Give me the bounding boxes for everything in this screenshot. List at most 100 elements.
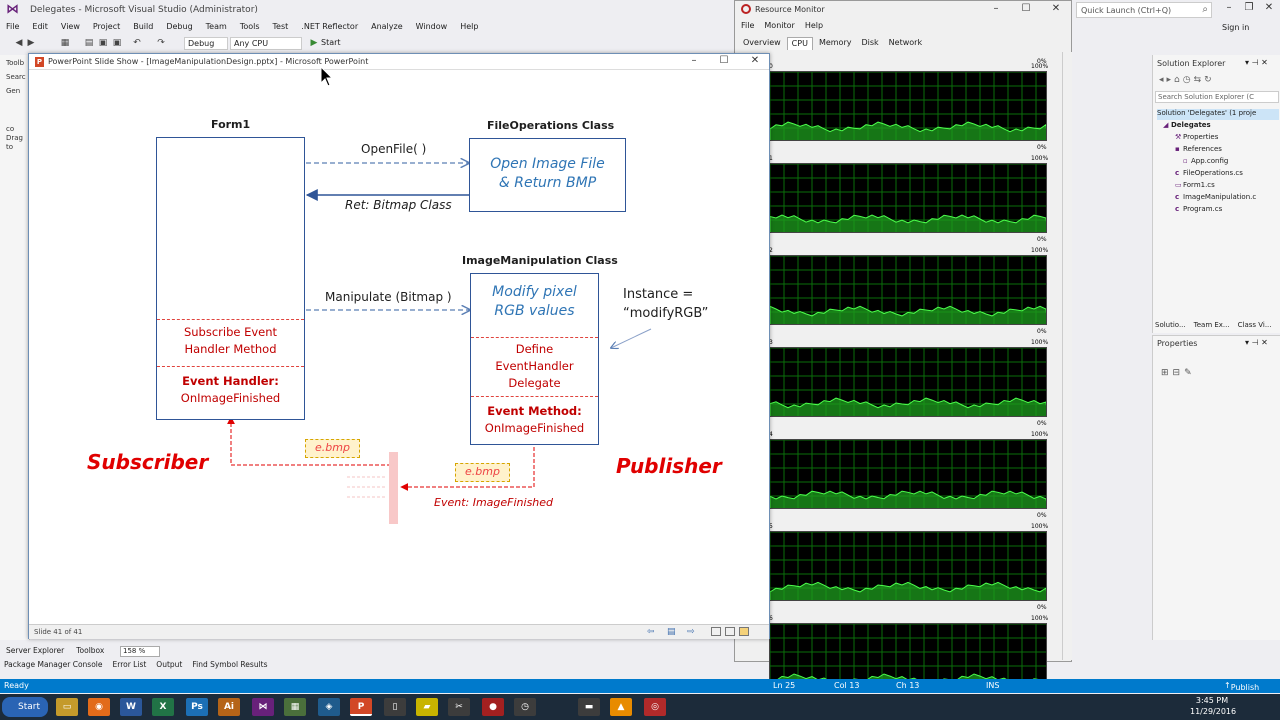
tab-output[interactable]: Output bbox=[156, 660, 183, 669]
menu-tools[interactable]: Tools bbox=[239, 22, 260, 31]
toolbox-general[interactable]: Gen bbox=[6, 87, 21, 95]
tab-error-list[interactable]: Error List bbox=[112, 660, 147, 669]
powerpoint-taskbar-icon[interactable]: P bbox=[350, 698, 372, 716]
platform-select[interactable]: Any CPU bbox=[230, 37, 302, 50]
properties-pin-icon[interactable]: ▾ ⊣ ✕ bbox=[1245, 338, 1268, 347]
rm-menu-file[interactable]: File bbox=[741, 21, 755, 30]
taskbar-clock[interactable]: 3:45 PM 11/29/2016 bbox=[1190, 695, 1236, 717]
terminal-icon[interactable]: ▬ bbox=[578, 698, 600, 716]
next-slide-icon[interactable]: ⇨ bbox=[687, 627, 695, 637]
vs-maximize-icon[interactable]: ❐ bbox=[1244, 2, 1254, 13]
solution-search-input[interactable]: Search Solution Explorer (C bbox=[1155, 91, 1279, 103]
save-all-icon[interactable]: ▣ bbox=[112, 38, 122, 48]
tab-toolbox[interactable]: Toolbox bbox=[76, 646, 105, 655]
slide-menu-icon[interactable]: ▤ bbox=[667, 627, 676, 637]
tree-app-config[interactable]: ▫App.config bbox=[1183, 157, 1228, 165]
tools-icon[interactable]: ✂ bbox=[448, 698, 470, 716]
recorder-icon[interactable]: ● bbox=[482, 698, 504, 716]
vlc-icon[interactable]: ▲ bbox=[610, 698, 632, 716]
normal-view-icon[interactable] bbox=[711, 627, 721, 636]
menu-net-reflector[interactable]: .NET Reflector bbox=[301, 22, 359, 31]
redo-icon[interactable]: ↷ bbox=[157, 38, 165, 48]
menu-view[interactable]: View bbox=[60, 22, 80, 31]
panel-pin-icon[interactable]: ▾ ⊣ ✕ bbox=[1245, 58, 1268, 67]
new-project-icon[interactable]: ▦ bbox=[60, 38, 70, 48]
excel-icon[interactable]: X bbox=[152, 698, 174, 716]
fileops-body: Open Image File & Return BMP bbox=[469, 155, 626, 193]
tab-server-explorer[interactable]: Server Explorer bbox=[6, 646, 65, 655]
firefox-icon[interactable]: ◉ bbox=[88, 698, 110, 716]
start-icon[interactable]: ▶ bbox=[310, 38, 318, 48]
zoom-select[interactable]: 158 % bbox=[120, 646, 160, 657]
sticky-notes-icon[interactable]: ▰ bbox=[416, 698, 438, 716]
photoshop-icon[interactable]: Ps bbox=[186, 698, 208, 716]
ppt-close-icon[interactable]: ✕ bbox=[750, 55, 760, 66]
quick-launch-input[interactable]: Quick Launch (Ctrl+Q) ⌕ bbox=[1076, 2, 1212, 18]
vs-close-icon[interactable]: ✕ bbox=[1264, 2, 1274, 13]
back-icon[interactable]: ◀ bbox=[15, 38, 23, 48]
rm-menu-monitor[interactable]: Monitor bbox=[764, 21, 795, 30]
menu-project[interactable]: Project bbox=[92, 22, 121, 31]
slideshow-view-icon[interactable] bbox=[739, 627, 749, 636]
menu-build[interactable]: Build bbox=[133, 22, 154, 31]
config-select[interactable]: Debug bbox=[184, 37, 228, 50]
notepad-icon[interactable]: ▯ bbox=[384, 698, 406, 716]
status-publish[interactable]: ↑ Publish bbox=[1224, 681, 1260, 692]
rm-maximize-icon[interactable]: ☐ bbox=[1021, 3, 1031, 14]
solution-root-item[interactable]: Solution 'Delegates' (1 proje bbox=[1157, 109, 1279, 120]
menu-file[interactable]: File bbox=[6, 22, 20, 31]
tree-form1[interactable]: ▭Form1.cs bbox=[1175, 181, 1215, 189]
prev-slide-icon[interactable]: ⇦ bbox=[647, 627, 655, 637]
tab-cpu[interactable]: CPU bbox=[786, 37, 813, 50]
file-explorer-icon[interactable]: ▭ bbox=[56, 698, 78, 716]
menu-debug[interactable]: Debug bbox=[166, 22, 193, 31]
undo-icon[interactable]: ↶ bbox=[133, 38, 141, 48]
calculator-icon[interactable]: ▦ bbox=[284, 698, 306, 716]
solution-toolbar-icons[interactable]: ◂▸⌂◷⇆↻ bbox=[1159, 75, 1215, 85]
tree-properties[interactable]: ⚒Properties bbox=[1175, 133, 1218, 141]
start-button[interactable]: Start bbox=[2, 697, 48, 717]
menu-window[interactable]: Window bbox=[415, 22, 448, 31]
tab-network[interactable]: Network bbox=[888, 38, 923, 47]
vs-minimize-icon[interactable]: – bbox=[1226, 2, 1232, 13]
menu-analyze[interactable]: Analyze bbox=[371, 22, 403, 31]
menu-help[interactable]: Help bbox=[460, 22, 479, 31]
toolbox-search[interactable]: Searc bbox=[6, 73, 26, 81]
ppt-maximize-icon[interactable]: ☐ bbox=[719, 55, 729, 66]
open-icon[interactable]: ▤ bbox=[84, 38, 94, 48]
tab-overview[interactable]: Overview bbox=[743, 38, 781, 47]
clock-app-icon[interactable]: ◷ bbox=[514, 698, 536, 716]
tab-team-explorer[interactable]: Team Ex... bbox=[1193, 321, 1230, 329]
ppt-minimize-icon[interactable]: – bbox=[691, 55, 697, 66]
menu-edit[interactable]: Edit bbox=[32, 22, 48, 31]
tree-references[interactable]: ▪References bbox=[1175, 145, 1222, 153]
rm-menu-help[interactable]: Help bbox=[804, 21, 824, 30]
app-icon[interactable]: ◎ bbox=[644, 698, 666, 716]
rm-scrollbar[interactable] bbox=[1062, 52, 1072, 660]
tab-solution-explorer[interactable]: Solutio... bbox=[1155, 321, 1186, 329]
cpu-graph-id: 5 bbox=[769, 523, 773, 530]
word-icon[interactable]: W bbox=[120, 698, 142, 716]
forward-icon[interactable]: ▶ bbox=[27, 38, 35, 48]
menu-test[interactable]: Test bbox=[272, 22, 289, 31]
slide-sorter-icon[interactable] bbox=[725, 627, 735, 636]
save-icon[interactable]: ▣ bbox=[98, 38, 108, 48]
sign-in-link[interactable]: Sign in bbox=[1222, 23, 1250, 32]
tree-project[interactable]: ◢Delegates bbox=[1163, 121, 1211, 129]
properties-toolbar-icons[interactable]: ⊞⊟✎ bbox=[1161, 368, 1196, 378]
tab-class-view[interactable]: Class Vi... bbox=[1237, 321, 1272, 329]
menu-team[interactable]: Team bbox=[205, 22, 227, 31]
illustrator-icon[interactable]: Ai bbox=[218, 698, 240, 716]
tab-disk[interactable]: Disk bbox=[861, 38, 879, 47]
visual-studio-icon[interactable]: ⋈ bbox=[252, 698, 274, 716]
tab-find-symbol[interactable]: Find Symbol Results bbox=[192, 660, 268, 669]
tab-memory[interactable]: Memory bbox=[818, 38, 852, 47]
tab-package-manager[interactable]: Package Manager Console bbox=[4, 660, 103, 669]
rm-minimize-icon[interactable]: – bbox=[993, 3, 999, 14]
rm-close-icon[interactable]: ✕ bbox=[1051, 3, 1061, 14]
network-icon[interactable]: ◈ bbox=[318, 698, 340, 716]
start-button[interactable]: Start bbox=[321, 38, 341, 47]
